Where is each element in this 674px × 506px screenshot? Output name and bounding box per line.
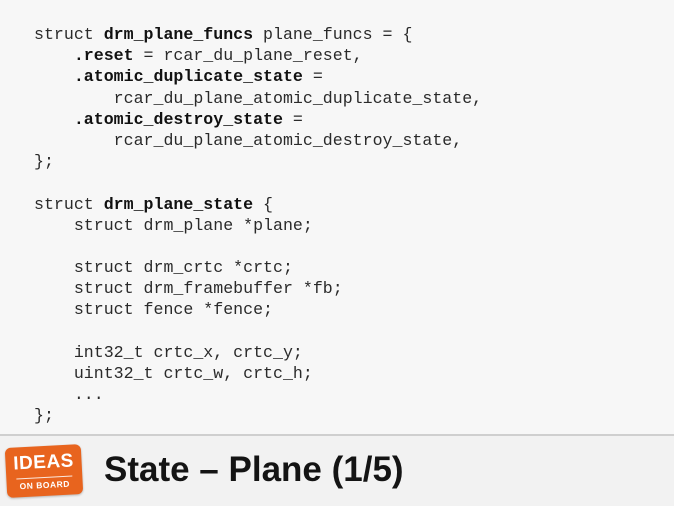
code-line: rcar_du_plane_atomic_destroy_state,: [34, 130, 482, 151]
code-text: uint32_t crtc_w, crtc_h;: [34, 364, 313, 383]
code-line: .atomic_destroy_state =: [34, 109, 482, 130]
code-text: = rcar_du_plane_reset,: [133, 46, 363, 66]
code-text: rcar_du_plane_atomic_destroy_state,: [34, 130, 463, 150]
code-text: =: [302, 67, 323, 87]
code-text: {: [253, 194, 274, 214]
code-text: =: [282, 109, 303, 129]
code-line: };: [34, 405, 482, 426]
code-line: .atomic_duplicate_state =: [34, 66, 482, 87]
code-text: struct fence *fence;: [34, 300, 273, 320]
code-line: [34, 321, 482, 342]
code-keyword: .reset: [73, 46, 134, 66]
code-text: };: [34, 406, 54, 426]
code-line: ...: [34, 384, 482, 405]
code-line: struct fence *fence;: [34, 299, 482, 320]
code-line: };: [34, 151, 482, 172]
code-line: struct drm_plane_funcs plane_funcs = {: [34, 24, 482, 45]
logo-bottom-text: ON BOARD: [16, 475, 73, 492]
code-text: struct: [34, 194, 104, 214]
code-keyword: .atomic_duplicate_state: [73, 67, 303, 87]
code-text: ...: [34, 385, 104, 405]
code-line: struct drm_plane *plane;: [34, 215, 482, 236]
slide-title: State – Plane (1/5): [104, 450, 404, 489]
code-block: struct drm_plane_funcs plane_funcs = { .…: [34, 24, 482, 427]
slide-footer: IDEAS ON BOARD State – Plane (1/5): [0, 434, 674, 506]
code-text: plane_funcs = {: [253, 25, 413, 44]
code-text: struct: [34, 25, 104, 44]
code-line: [34, 236, 482, 257]
code-text: [34, 67, 74, 86]
code-text: [34, 110, 74, 129]
code-text: };: [34, 152, 54, 172]
code-text: struct drm_plane *plane;: [34, 215, 313, 235]
code-text: struct drm_framebuffer *fb;: [34, 279, 343, 299]
code-text: struct drm_crtc *crtc;: [34, 258, 293, 278]
code-line: struct drm_plane_state {: [34, 194, 482, 215]
ideas-on-board-logo: IDEAS ON BOARD: [4, 444, 84, 498]
logo-top-text: IDEAS: [12, 450, 75, 475]
code-line: uint32_t crtc_w, crtc_h;: [34, 363, 482, 384]
code-line: struct drm_framebuffer *fb;: [34, 278, 482, 299]
code-text: rcar_du_plane_atomic_duplicate_state,: [34, 88, 483, 108]
code-keyword: drm_plane_funcs: [103, 25, 254, 44]
code-line: rcar_du_plane_atomic_duplicate_state,: [34, 88, 482, 109]
code-keyword: .atomic_destroy_state: [73, 109, 283, 129]
code-keyword: drm_plane_state: [103, 194, 254, 214]
code-text: [34, 46, 74, 65]
code-line: .reset = rcar_du_plane_reset,: [34, 45, 482, 66]
code-line: [34, 172, 482, 193]
code-text: int32_t crtc_x, crtc_y;: [34, 342, 303, 362]
code-line: struct drm_crtc *crtc;: [34, 257, 482, 278]
code-line: int32_t crtc_x, crtc_y;: [34, 342, 482, 363]
